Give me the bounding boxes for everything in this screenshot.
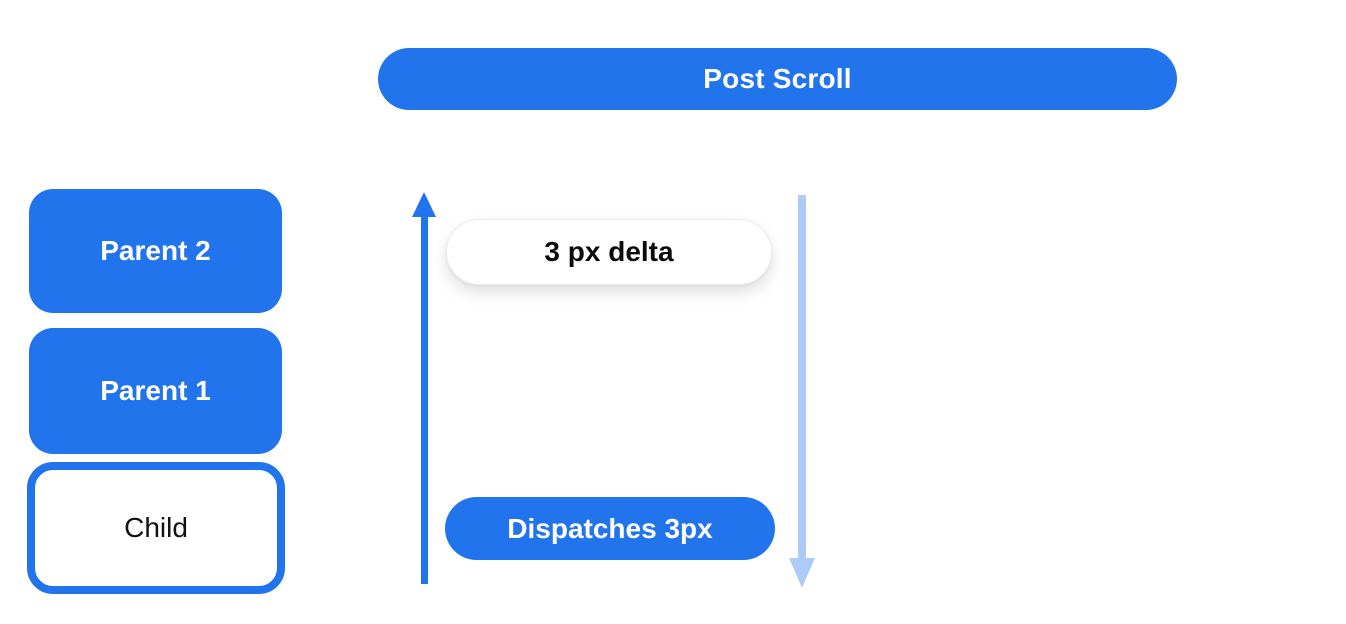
up-arrowhead-icon <box>412 192 436 217</box>
child-label: Child <box>124 512 188 543</box>
parent2-box: Parent 2 <box>29 189 282 313</box>
down-arrow-icon <box>788 195 816 588</box>
post-scroll-label: Post Scroll <box>703 63 852 94</box>
post-scroll-banner: Post Scroll <box>378 48 1177 110</box>
up-arrow-shaft <box>420 217 428 584</box>
down-arrowhead-icon <box>789 558 815 588</box>
down-arrow-shaft <box>798 195 806 558</box>
parent2-label: Parent 2 <box>100 235 211 266</box>
delta-label: 3 px delta <box>544 236 674 267</box>
dispatch-pill: Dispatches 3px <box>445 497 775 560</box>
delta-pill: 3 px delta <box>446 219 772 285</box>
parent1-label: Parent 1 <box>100 375 211 406</box>
child-box: Child <box>27 462 285 594</box>
parent1-box: Parent 1 <box>29 328 282 454</box>
up-arrow-icon <box>410 192 438 584</box>
dispatch-label: Dispatches 3px <box>507 512 713 544</box>
